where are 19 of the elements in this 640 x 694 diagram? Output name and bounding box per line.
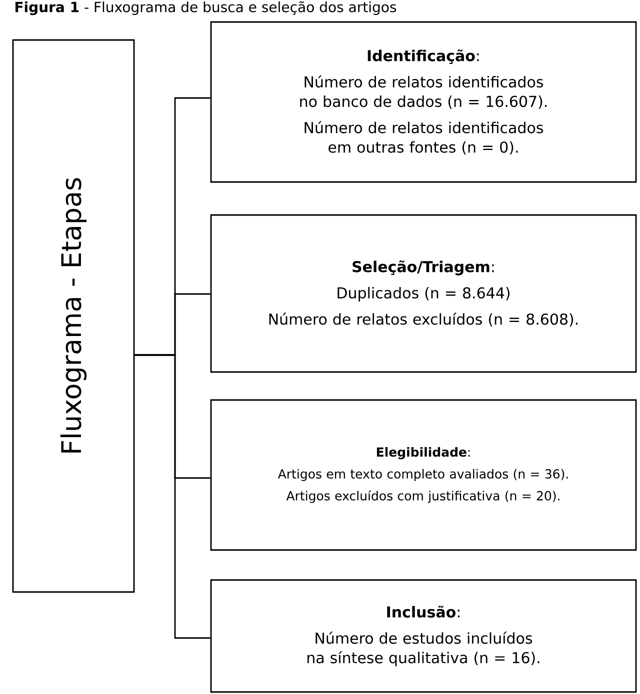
stage-description: Artigos excluídos com justificativa (n = 20). — [286, 490, 560, 503]
stage-heading: Elegibilidade: — [376, 447, 470, 460]
stage-box — [210, 399, 637, 551]
stage-heading: Inclusão: — [387, 606, 460, 618]
stage-description: Número de relatos excluídos (n = 8.608). — [269, 312, 578, 327]
stage-heading: Identificação: — [368, 49, 479, 64]
stage-box — [210, 579, 637, 693]
stage-label: Fluxograma - Etapas — [60, 178, 87, 452]
stage-box — [210, 21, 637, 183]
connector-line — [134, 354, 210, 639]
stage-description: Número de relatos identificados no banco de dados (n = 16.607). — [300, 75, 547, 109]
stage-panel — [12, 39, 135, 593]
stage-description: Número de estudos incluídos na síntese qualitativa (n = 16). — [308, 632, 540, 666]
stage-description: Duplicados (n = 8.644) — [338, 286, 510, 302]
stage-description: Artigos em texto completo avaliados (n = 36). — [278, 468, 568, 482]
stage-description: Número de relatos identificados em outras fontes (n = 0). — [304, 121, 543, 155]
figure-title: Figura 1 - Fluxograma de busca e seleção dos artigos — [15, 1, 396, 16]
stage-heading: Seleção/Triagem: — [352, 260, 494, 276]
stage-box — [210, 214, 637, 373]
